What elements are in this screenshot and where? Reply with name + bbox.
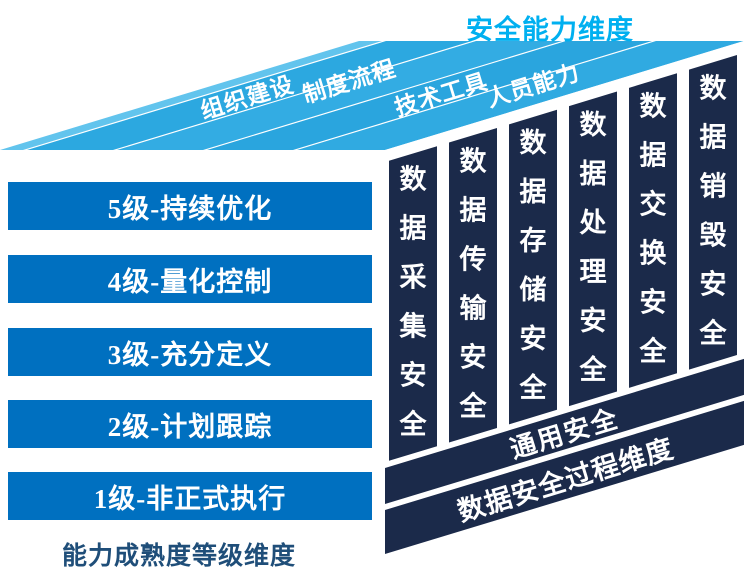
maturity-level-4-bar: 4级-量化控制 (8, 255, 372, 303)
maturity-level-label: 2级-计划跟踪 (107, 411, 273, 442)
capability-stripe-edge (0, 41, 382, 150)
maturity-level-2-bar: 2级-计划跟踪 (8, 400, 372, 448)
maturity-level-label: 1级-非正式执行 (93, 483, 287, 514)
pillar-label: 数据交换安全 (639, 91, 667, 367)
pillar-label: 数据存储安全 (519, 128, 547, 404)
pillar-data-collection: 数据采集安全 (389, 146, 437, 461)
maturity-level-label: 4级-量化控制 (107, 266, 273, 297)
maturity-level-label: 3级-充分定义 (107, 339, 273, 370)
maturity-dimension-title: 能力成熟度等级维度 (62, 543, 297, 570)
capability-dimension-title: 安全能力维度 (466, 15, 634, 45)
capability-stripe-tech (207, 41, 652, 150)
pillar-label: 数据采集安全 (399, 164, 427, 440)
capability-stripe-process (117, 41, 562, 150)
maturity-level-3-bar: 3级-充分定义 (8, 328, 372, 376)
pillar-label: 数据处理安全 (579, 109, 607, 385)
pillar-label: 数据传输安全 (459, 146, 487, 422)
capability-stripe-people (297, 41, 744, 150)
pillar-data-storage: 数据存储安全 (509, 109, 557, 425)
pillar-data-exchange: 数据交换安全 (629, 73, 677, 388)
pillar-data-transmission: 数据传输安全 (449, 127, 497, 443)
maturity-level-5-bar: 5级-持续优化 (8, 182, 372, 230)
pillar-data-processing: 数据处理安全 (569, 91, 617, 407)
pillar-label: 数据销毁安全 (699, 73, 727, 349)
maturity-level-label: 5级-持续优化 (107, 193, 273, 224)
pillar-data-destruction: 数据销毁安全 (689, 55, 737, 370)
maturity-dimension-face: 5级-持续优化 4级-量化控制 3级-充分定义 2级-计划跟踪 1级-非正式执行 (0, 150, 380, 540)
maturity-level-1-bar: 1级-非正式执行 (8, 472, 372, 520)
capability-stripe-org (27, 41, 472, 150)
